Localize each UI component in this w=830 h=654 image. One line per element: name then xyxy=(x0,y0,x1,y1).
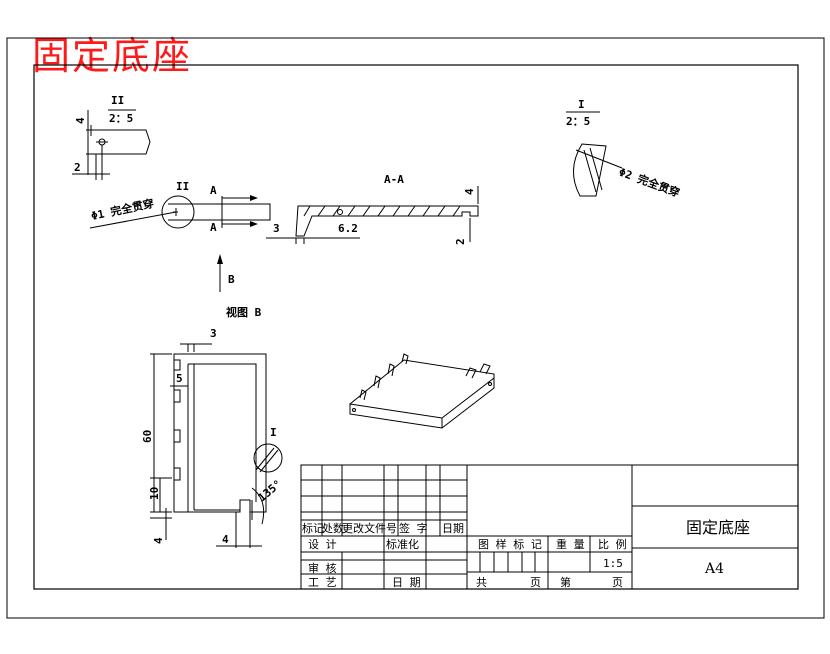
view-B-dim-bottom: 4 xyxy=(152,537,165,544)
section-AA-dim-length: 6.2 xyxy=(338,222,358,235)
tb-process: 工 艺 xyxy=(308,576,337,589)
view-b-arrow xyxy=(217,254,223,292)
tb-weight: 重 量 xyxy=(556,537,585,551)
tb-total: 共 xyxy=(476,576,487,589)
tb-header-count: 处数 xyxy=(322,522,344,535)
callout-II: II xyxy=(176,180,189,193)
view-B-callout-I: I xyxy=(270,426,277,439)
view-b-arrow-label: B xyxy=(228,273,235,286)
detail-I xyxy=(566,111,623,197)
view-B-dim-top: 3 xyxy=(210,327,217,340)
detail-II-scale: 2：5 xyxy=(109,112,133,125)
tb-ratio-value: 1:5 xyxy=(603,557,623,570)
tb-check: 审 核 xyxy=(308,561,337,575)
isometric-view xyxy=(349,353,495,429)
tb-standardize: 标准化 xyxy=(386,537,419,551)
view-B-dim-height: 60 xyxy=(141,430,154,443)
tb-design: 设 计 xyxy=(308,538,337,551)
section-arrow-top xyxy=(222,195,258,227)
detail-II xyxy=(72,109,151,180)
detail-I-scale: 2：5 xyxy=(566,115,590,128)
section-AA-dim-top: 4 xyxy=(463,188,476,195)
detail-I-note: Φ2 完全贯穿 xyxy=(617,165,682,200)
top-view xyxy=(89,195,271,229)
section-AA-dim-left: 3 xyxy=(273,222,280,235)
view-B-dim-tab: 10 xyxy=(148,487,161,500)
tb-header-date: 日期 xyxy=(442,522,464,535)
tb-date: 日 期 xyxy=(392,576,421,589)
tb-header-sign: 签 字 xyxy=(399,521,428,535)
tb-part-name: 固定底座 xyxy=(686,518,750,537)
section-AA-title: A-A xyxy=(384,173,404,186)
inner-frame xyxy=(33,64,799,590)
section-label-a-top: A xyxy=(210,184,217,197)
detail-I-label: I xyxy=(578,98,585,111)
tb-sheet: 第 xyxy=(560,575,571,589)
hole-note: Φ1 完全贯穿 xyxy=(90,196,155,223)
view-b-caption: 视图 B xyxy=(226,305,262,319)
detail-II-label: II xyxy=(111,94,124,107)
tb-ratio-label: 比 例 xyxy=(598,537,627,551)
tb-page2: 页 xyxy=(612,576,623,589)
view-B-dim-foot: 4 xyxy=(222,533,229,546)
view-B-dim-notch: 5 xyxy=(176,372,183,385)
section-AA-dim-bottom: 2 xyxy=(454,238,467,245)
view-B xyxy=(150,343,283,548)
detail-II-dim-offset: 2 xyxy=(74,161,81,174)
title-banner: 固定底座 xyxy=(32,34,193,78)
tb-header-mark: 标记 xyxy=(302,521,324,535)
outer-frame xyxy=(6,37,825,619)
view-B-angle: 135° xyxy=(256,477,285,504)
section-AA xyxy=(266,186,479,244)
section-label-a-bottom: A xyxy=(210,221,217,234)
tb-page: 页 xyxy=(530,576,541,589)
title-block xyxy=(300,464,799,590)
tb-header-change: 更改文件号 xyxy=(342,521,397,535)
tb-sheet-size: A4 xyxy=(704,561,724,577)
tb-stage-mark: 图 样 标 记 xyxy=(478,537,542,551)
detail-II-dim-height: 4 xyxy=(74,117,87,124)
